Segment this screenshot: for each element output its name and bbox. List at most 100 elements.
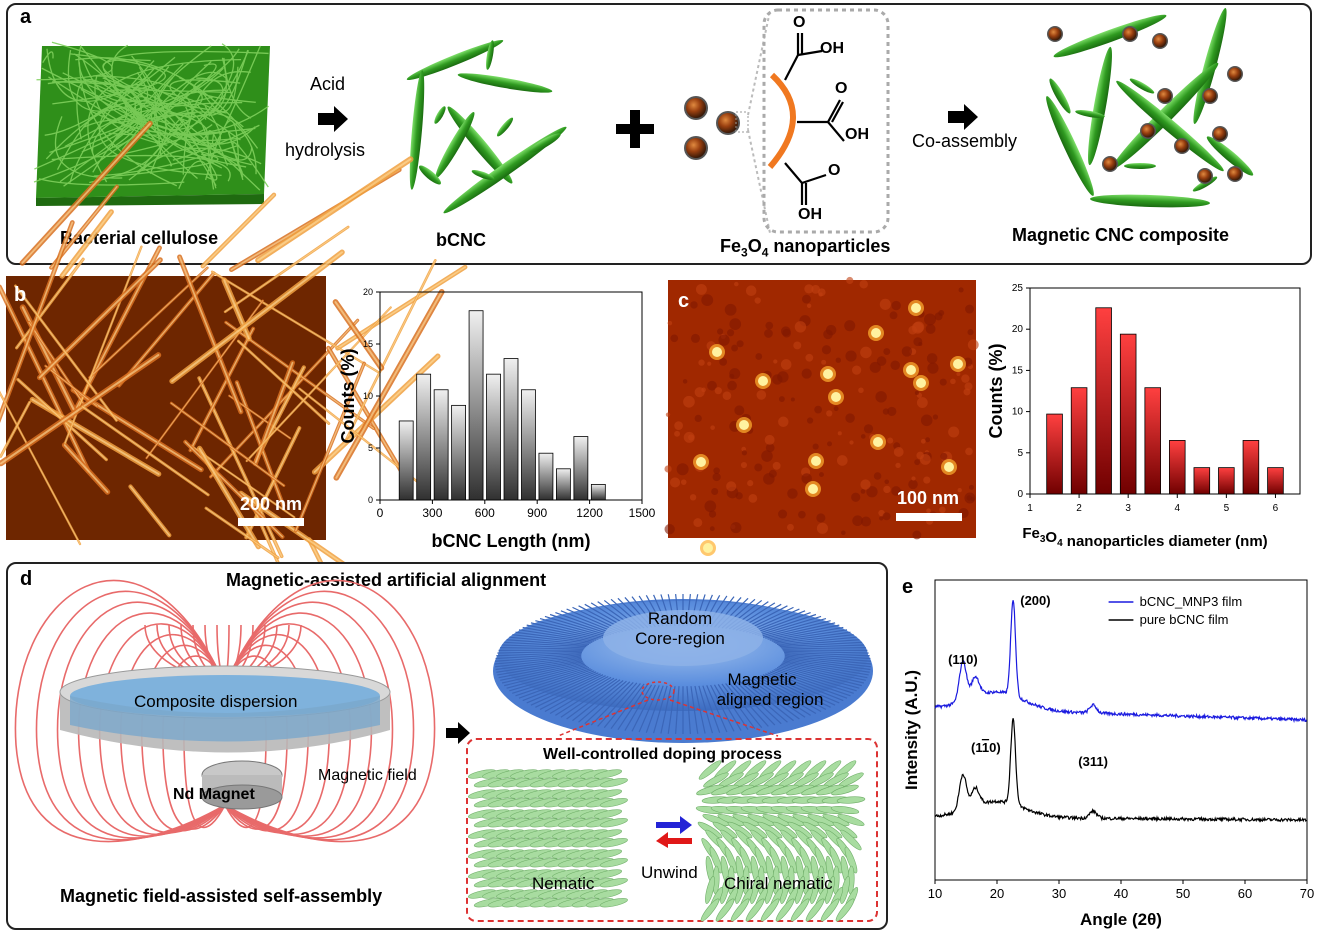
aligned-spike bbox=[773, 631, 851, 643]
aligned-spike bbox=[702, 685, 721, 733]
fiber-highlight bbox=[237, 340, 330, 425]
series-line-bcnc-mnp3 bbox=[934, 600, 1307, 724]
aligned-spike bbox=[745, 679, 800, 720]
aligned-spike bbox=[539, 675, 606, 710]
aligned-spike bbox=[509, 667, 590, 692]
aligned-spike bbox=[526, 624, 599, 640]
noise-speck bbox=[911, 476, 916, 481]
fiber-highlight bbox=[178, 256, 242, 413]
aligned-spike bbox=[500, 662, 585, 681]
noise-speck bbox=[964, 382, 973, 391]
o-atom-3: O bbox=[828, 162, 841, 179]
aligned-spike bbox=[631, 684, 656, 732]
bar bbox=[1070, 387, 1088, 495]
aligned-spike bbox=[504, 641, 587, 648]
aligned-spike bbox=[769, 626, 844, 641]
noise-speck bbox=[932, 414, 939, 420]
noise-speck bbox=[765, 321, 774, 330]
noise-speck bbox=[883, 348, 891, 356]
noise-speck bbox=[950, 378, 956, 385]
nanoparticle-core bbox=[1123, 27, 1137, 41]
mesh-fiber bbox=[52, 53, 166, 105]
plus-icon bbox=[616, 110, 654, 148]
x-axis-label-part: 4 bbox=[1057, 538, 1063, 549]
mesh-fiber bbox=[41, 67, 190, 126]
x-tick-label: 5 bbox=[1224, 503, 1230, 514]
noise-speck bbox=[887, 437, 894, 444]
noise-speck bbox=[764, 434, 775, 445]
aligned-spike bbox=[779, 664, 862, 687]
x-tick-label: 70 bbox=[1300, 886, 1314, 901]
aligned-spike bbox=[495, 657, 582, 671]
fiber-highlight bbox=[38, 258, 162, 379]
x-tick-label: 40 bbox=[1114, 886, 1128, 901]
panel-b-label: b bbox=[14, 284, 27, 306]
mesh-fiber bbox=[103, 80, 201, 160]
x-axis-label-part: Fe bbox=[1022, 525, 1040, 542]
noise-speck bbox=[846, 276, 854, 285]
mesh-fiber bbox=[143, 114, 207, 166]
bar bbox=[398, 420, 414, 501]
oh-group-2: OH bbox=[845, 126, 869, 143]
aligned-disc bbox=[493, 593, 873, 743]
bar bbox=[1267, 467, 1284, 495]
fiber-highlight bbox=[211, 271, 380, 373]
mesh-fiber bbox=[190, 137, 218, 181]
fiber-highlight bbox=[89, 267, 208, 379]
plot-frame bbox=[934, 579, 1308, 881]
chiral-rod bbox=[760, 898, 780, 922]
aligned-spike bbox=[778, 665, 860, 689]
noise-speck bbox=[873, 472, 882, 480]
mesh-fiber bbox=[51, 154, 231, 182]
noise-speck bbox=[664, 465, 672, 473]
scalebar-c-label: 100 nm bbox=[897, 488, 960, 508]
noise-speck bbox=[925, 437, 931, 443]
noise-speck bbox=[707, 380, 717, 391]
noise-speck bbox=[923, 476, 931, 484]
fiber-highlight bbox=[118, 272, 215, 387]
afm-image-bcnc bbox=[0, 120, 468, 736]
noise-speck bbox=[695, 283, 707, 295]
noise-speck bbox=[680, 479, 687, 485]
field-line bbox=[224, 579, 436, 843]
aligned-spike bbox=[638, 685, 660, 733]
fiber-highlight bbox=[334, 301, 383, 369]
aligned-spike bbox=[518, 670, 595, 699]
aligned-spike bbox=[769, 671, 844, 702]
noise-speck bbox=[882, 512, 891, 521]
nematic-rod bbox=[593, 769, 623, 779]
noise-speck bbox=[729, 368, 741, 380]
noise-speck bbox=[801, 368, 812, 379]
aligned-spike bbox=[566, 679, 621, 720]
fiber-highlight bbox=[191, 445, 295, 518]
noise-speck bbox=[836, 455, 848, 466]
noise-speck bbox=[851, 492, 861, 502]
fiber-highlight bbox=[344, 259, 436, 442]
aligned-spike bbox=[495, 656, 582, 668]
noise-speck bbox=[958, 287, 964, 293]
y-tick-label: 15 bbox=[363, 339, 373, 349]
noise-speck bbox=[690, 333, 700, 343]
noise-speck bbox=[914, 390, 919, 396]
aligned-spike bbox=[775, 634, 854, 644]
x-tick-label: 1500 bbox=[629, 506, 656, 520]
aligned-spike bbox=[515, 631, 593, 643]
aligned-spike bbox=[767, 672, 840, 704]
noise-speck bbox=[764, 329, 773, 338]
noise-speck bbox=[717, 328, 724, 335]
noise-speck bbox=[889, 311, 898, 320]
noise-speck bbox=[724, 303, 737, 316]
noise-speck bbox=[863, 424, 874, 434]
chiral-rod bbox=[784, 846, 798, 874]
particle bbox=[808, 484, 818, 494]
chiral-nematic-label: Chiral nematic bbox=[724, 874, 833, 893]
nematic-rod bbox=[599, 778, 628, 788]
particle bbox=[953, 359, 963, 369]
chiral-rod bbox=[844, 846, 858, 874]
noise-speck bbox=[837, 431, 842, 436]
x-axis-label: Fe3O4 nanoparticles diameter (nm) bbox=[1022, 525, 1267, 550]
aligned-spike bbox=[767, 624, 840, 640]
noise-speck bbox=[844, 320, 856, 332]
noise-speck bbox=[773, 359, 778, 364]
